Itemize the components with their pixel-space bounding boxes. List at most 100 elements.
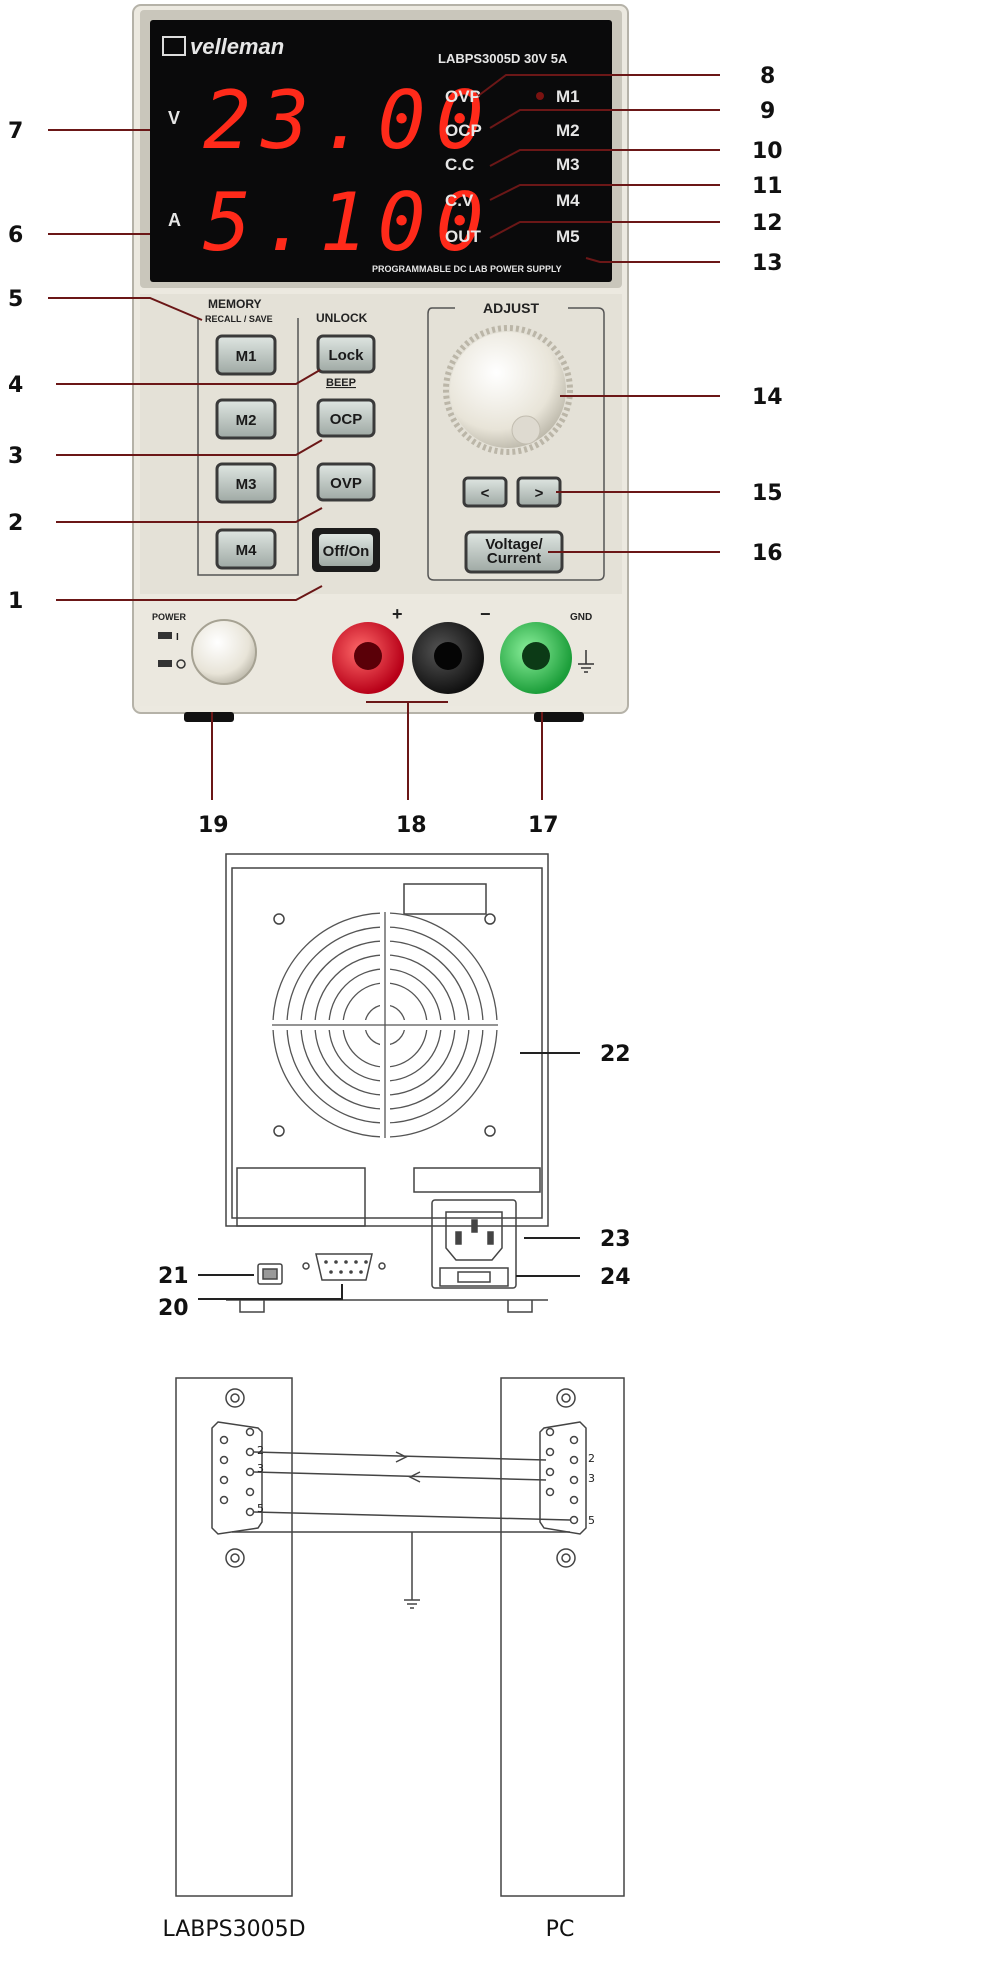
device-pin-5-label: 5 <box>257 1502 264 1515</box>
callout-16: 16 <box>752 541 783 566</box>
memory-indicator-m5: M5 <box>556 227 580 246</box>
rs232-diagram <box>175 1377 625 1897</box>
ground-symbol-icon <box>578 650 594 673</box>
callout-22: 22 <box>600 1042 631 1067</box>
model-label: LABPS3005D 30V 5A <box>438 51 568 66</box>
m1-button-label: M1 <box>236 348 257 365</box>
callout-23: 23 <box>600 1227 631 1252</box>
display-screen <box>150 20 612 282</box>
unlock-label: UNLOCK <box>316 311 368 325</box>
pc-pin-5-label: 5 <box>588 1514 595 1527</box>
current-unit-label: A <box>168 210 181 230</box>
device-db9-pins <box>219 1427 255 1517</box>
front-panel: velleman LABPS3005D 30V 5A V A 23.00 5.1… <box>132 4 629 722</box>
m4-button[interactable] <box>215 528 277 570</box>
m2-button-label: M2 <box>236 412 257 429</box>
lock-button[interactable] <box>316 334 376 374</box>
ac-inlet-pin-right <box>487 1231 494 1245</box>
power-on-mark: I <box>176 632 179 643</box>
callout-24: 24 <box>600 1265 631 1290</box>
pc-pin-2-label: 2 <box>588 1452 595 1465</box>
device-connector-screw-top-icon <box>225 1388 245 1408</box>
m4-button-label: M4 <box>236 542 257 559</box>
callout-8: 8 <box>760 64 775 89</box>
ocp-button[interactable] <box>316 398 376 438</box>
rear-callouts <box>198 1052 580 1300</box>
memory-indicator-m3: M3 <box>556 155 580 174</box>
positive-terminal-hole <box>354 642 382 670</box>
usb-port-inner <box>262 1268 278 1280</box>
m1-button[interactable] <box>215 334 277 376</box>
adjust-label: ADJUST <box>483 300 539 316</box>
adjust-knob[interactable] <box>450 332 566 448</box>
cursor-left-button[interactable] <box>462 476 508 508</box>
m3-button[interactable] <box>215 462 277 504</box>
plus-terminal-label: + <box>392 604 403 624</box>
gnd-terminal-label: GND <box>570 612 592 623</box>
fan-screw-bl-icon <box>273 1125 285 1137</box>
usb-port-icon <box>257 1263 283 1285</box>
device-connector-screw-bottom-icon <box>225 1548 245 1568</box>
fan-screw-tr-icon <box>484 913 496 925</box>
callout-line-9 <box>489 109 720 129</box>
serial-port-icon <box>315 1253 373 1281</box>
power-label: POWER <box>152 612 187 622</box>
memory-indicator-m2: M2 <box>556 121 580 140</box>
front-foot-right <box>534 712 584 722</box>
callout-line-3 <box>56 439 323 456</box>
brand-logo-box <box>162 36 186 56</box>
indicator-ovp: OVP <box>445 87 481 106</box>
pc-connector-screw-top-icon <box>556 1388 576 1408</box>
lock-button-label: Lock <box>328 347 364 364</box>
memory-subtitle: RECALL / SAVE <box>205 314 273 324</box>
serial-port-screw-right <box>378 1262 386 1270</box>
callout-1: 1 <box>8 589 23 614</box>
negative-terminal-hole <box>434 642 462 670</box>
memory-buttons: M1 M2 M3 M4 <box>215 334 277 570</box>
m2-button[interactable] <box>215 398 277 440</box>
power-off-mark <box>176 659 186 669</box>
brand-logo: velleman <box>190 34 284 59</box>
cursor-right-button-label: > <box>535 485 544 502</box>
callout-10: 10 <box>752 139 783 164</box>
rear-label-top <box>403 883 487 915</box>
rear-foot-left <box>239 1300 265 1313</box>
ac-inlet-pin-left <box>455 1231 462 1245</box>
callout-17: 17 <box>528 813 559 838</box>
indicator-cv: C.V <box>445 191 474 210</box>
callout-15: 15 <box>752 481 783 506</box>
memory-title: MEMORY <box>208 297 262 311</box>
callout-2: 2 <box>8 511 23 536</box>
serial-port-screw-left <box>302 1262 310 1270</box>
power-switch[interactable] <box>191 619 257 685</box>
cursor-left-button-label: < <box>481 485 490 502</box>
fan-grille-icon <box>272 912 498 1138</box>
callout-line-5 <box>48 297 203 321</box>
front-foot-left <box>184 712 234 722</box>
callout-14: 14 <box>752 385 783 410</box>
ovp-button[interactable] <box>316 462 376 502</box>
power-on-symbol <box>158 632 172 639</box>
device-db9-shell <box>211 1421 263 1535</box>
adjust-knob-teeth <box>443 325 573 455</box>
pc-connector-plate <box>500 1377 625 1897</box>
wire-pin3 <box>253 1471 547 1481</box>
callout-line-13 <box>585 257 720 263</box>
pc-db9-pins <box>545 1427 579 1525</box>
wire-pin3-arrow-icon <box>408 1471 421 1483</box>
minus-terminal-label: − <box>480 604 491 624</box>
m3-button-label: M3 <box>236 476 257 493</box>
ac-inlet-socket <box>445 1211 503 1261</box>
serial-port-pins <box>324 1260 368 1274</box>
voltage-current-label-top: Voltage/ <box>485 536 543 553</box>
callout-5: 5 <box>8 287 23 312</box>
callout-18: 18 <box>396 813 427 838</box>
memory-indicator-m4: M4 <box>556 191 580 210</box>
display-subtitle: PROGRAMMABLE DC LAB POWER SUPPLY <box>372 264 562 274</box>
adjust-group-frame <box>427 307 605 581</box>
callout-9: 9 <box>760 99 775 124</box>
callout-line-4 <box>56 369 321 385</box>
voltage-unit-label: V <box>168 108 180 128</box>
rear-foot-right <box>507 1300 533 1313</box>
